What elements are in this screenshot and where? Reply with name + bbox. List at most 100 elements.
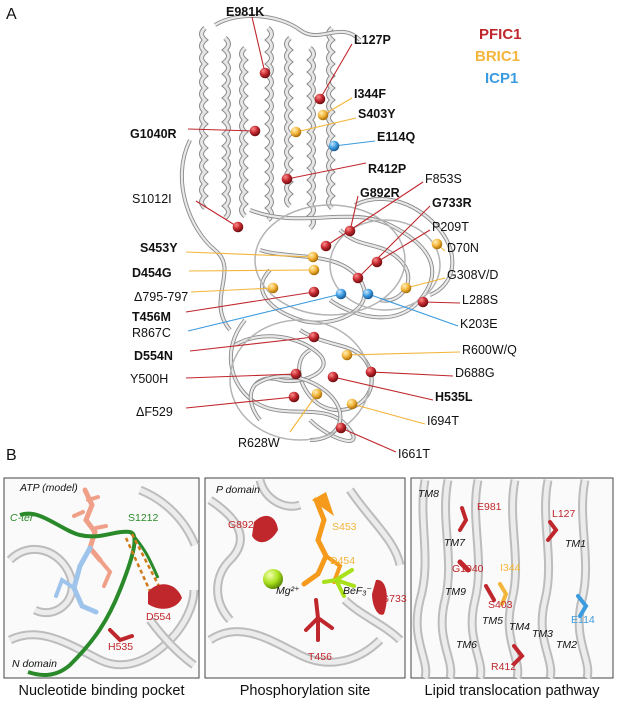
g733-ribbon xyxy=(372,579,387,615)
protein-loop-highlight xyxy=(234,335,325,421)
s403-stick xyxy=(484,584,496,602)
ribbon-strand-highlight xyxy=(539,479,554,679)
leader-line-d688g xyxy=(370,371,454,377)
leader-line-y500h xyxy=(185,373,297,379)
leader-line-i344f xyxy=(322,97,353,116)
inset1-ribbon xyxy=(6,485,200,670)
label-g733r: G733R xyxy=(432,196,472,210)
hydrogen-bond-2 xyxy=(124,537,156,601)
mutation-spheres xyxy=(232,67,443,434)
leader-line-s1012i xyxy=(195,200,239,228)
protein-structure-ribbon xyxy=(179,13,455,443)
ribbon-strand-highlight xyxy=(208,497,243,622)
label-d688g: D688G xyxy=(455,366,495,380)
leader-line-g892r xyxy=(349,195,359,232)
label-g1040r: G1040R xyxy=(130,127,177,141)
protein-loop xyxy=(179,139,232,332)
leader-line-r412p xyxy=(286,162,367,180)
leader-line-i694t xyxy=(351,403,426,425)
inset3-label-tm3: TM3 xyxy=(532,628,553,640)
leader-line-r628w xyxy=(289,393,318,433)
sphere-r412p xyxy=(281,173,293,185)
label-g892r: G892R xyxy=(360,186,400,200)
label-r600w-q: R600W/Q xyxy=(462,343,517,357)
leader-line-r600w-q xyxy=(346,351,461,356)
inset3-label-tm8: TM8 xyxy=(418,488,439,500)
panel-a-letter: A xyxy=(6,6,17,23)
sphere-d70n xyxy=(431,238,443,250)
tm-helix-highlight xyxy=(240,46,248,218)
inset2-label-g733: G733 xyxy=(381,593,407,605)
label-d554n: D554N xyxy=(134,349,173,363)
leader-line-d554n xyxy=(189,336,315,352)
label-s453y: S453Y xyxy=(140,241,178,255)
label-d454g: D454G xyxy=(132,266,172,280)
label-s403y: S403Y xyxy=(358,107,396,121)
protein-loop-highlight xyxy=(180,139,231,331)
inset-nucleotide-binding xyxy=(3,477,200,679)
leader-line-t456m xyxy=(185,291,315,313)
inset3-label-tm1: TM1 xyxy=(565,538,586,550)
leader-line-s453y xyxy=(185,251,314,258)
panel-b-letter: B xyxy=(6,447,17,464)
sphere-r600w-q xyxy=(341,349,353,361)
label-k203e: K203E xyxy=(460,317,498,331)
mg-ion-sphere xyxy=(263,569,283,589)
sphere-p209t xyxy=(371,256,383,268)
ribbon-strand-highlight xyxy=(439,479,454,679)
inset3-label-e114: E114 xyxy=(571,614,595,626)
label-r628w: R628W xyxy=(238,436,280,450)
label-d70n: D70N xyxy=(447,241,479,255)
ribbon-strand-highlight xyxy=(8,589,197,668)
label-y500h: Y500H xyxy=(130,372,168,386)
label-g308v-d: G308V/D xyxy=(447,268,498,282)
domain-lobe xyxy=(254,204,406,316)
leader-line-g733r xyxy=(357,205,431,279)
label-f529: ΔF529 xyxy=(136,405,173,419)
e114-stick xyxy=(576,594,589,618)
sphere-g733r xyxy=(352,272,364,284)
sphere-s1012i xyxy=(232,221,244,233)
inset3-label-r412: R412 xyxy=(491,661,516,673)
sphere-e114q xyxy=(328,140,340,152)
label-l127p: L127P xyxy=(354,33,391,47)
protein-loop-highlight xyxy=(214,14,361,41)
inset2-ribbon xyxy=(207,478,405,667)
ribbon-strand-highlight xyxy=(8,546,75,616)
sphere-r628w xyxy=(311,388,323,400)
caption-lipid-translocation: Lipid translocation pathway xyxy=(424,683,600,699)
leader-line-r867c xyxy=(187,293,342,332)
ribbon-strand-highlight xyxy=(347,488,403,566)
label-i661t: I661T xyxy=(398,447,430,461)
inset3-label-tm7: TM7 xyxy=(444,537,466,549)
inset-phosphorylation xyxy=(204,477,406,679)
ribbon-strand-highlight xyxy=(139,487,198,546)
label-r412p: R412P xyxy=(368,162,406,176)
inset1-label-d554: D554 xyxy=(146,611,171,623)
ribbon-strand-highlight xyxy=(257,479,301,509)
protein-loop-highlight xyxy=(339,229,410,302)
inset3-label-tm5: TM5 xyxy=(482,615,503,627)
inset3-label-e981: E981 xyxy=(477,501,502,513)
sphere-s403y xyxy=(290,126,302,138)
protein-loop xyxy=(213,13,362,42)
bef3-molecule xyxy=(322,568,356,598)
inset3-label-l127: L127 xyxy=(552,508,576,520)
sphere-k203e xyxy=(362,288,374,300)
sphere-i694t xyxy=(346,398,358,410)
leader-line-f853s xyxy=(325,181,424,247)
label-e981k: E981K xyxy=(226,5,264,19)
inset3-label-g1040: G1040 xyxy=(452,563,484,575)
inset1-label-atp-model: ATP (model) xyxy=(19,482,78,494)
leader-line-795-797 xyxy=(190,287,274,293)
s453-d454-stick xyxy=(301,497,329,587)
label-e114q: E114Q xyxy=(377,130,416,144)
ribbon-strand-highlight xyxy=(148,618,196,668)
leader-line-f529 xyxy=(185,396,295,409)
d554-ribbon xyxy=(148,584,182,609)
tm-helix-highlight xyxy=(265,26,273,222)
inset2-label-s453: S453 xyxy=(332,521,357,533)
inset1-label-n-domain: N domain xyxy=(12,658,57,670)
